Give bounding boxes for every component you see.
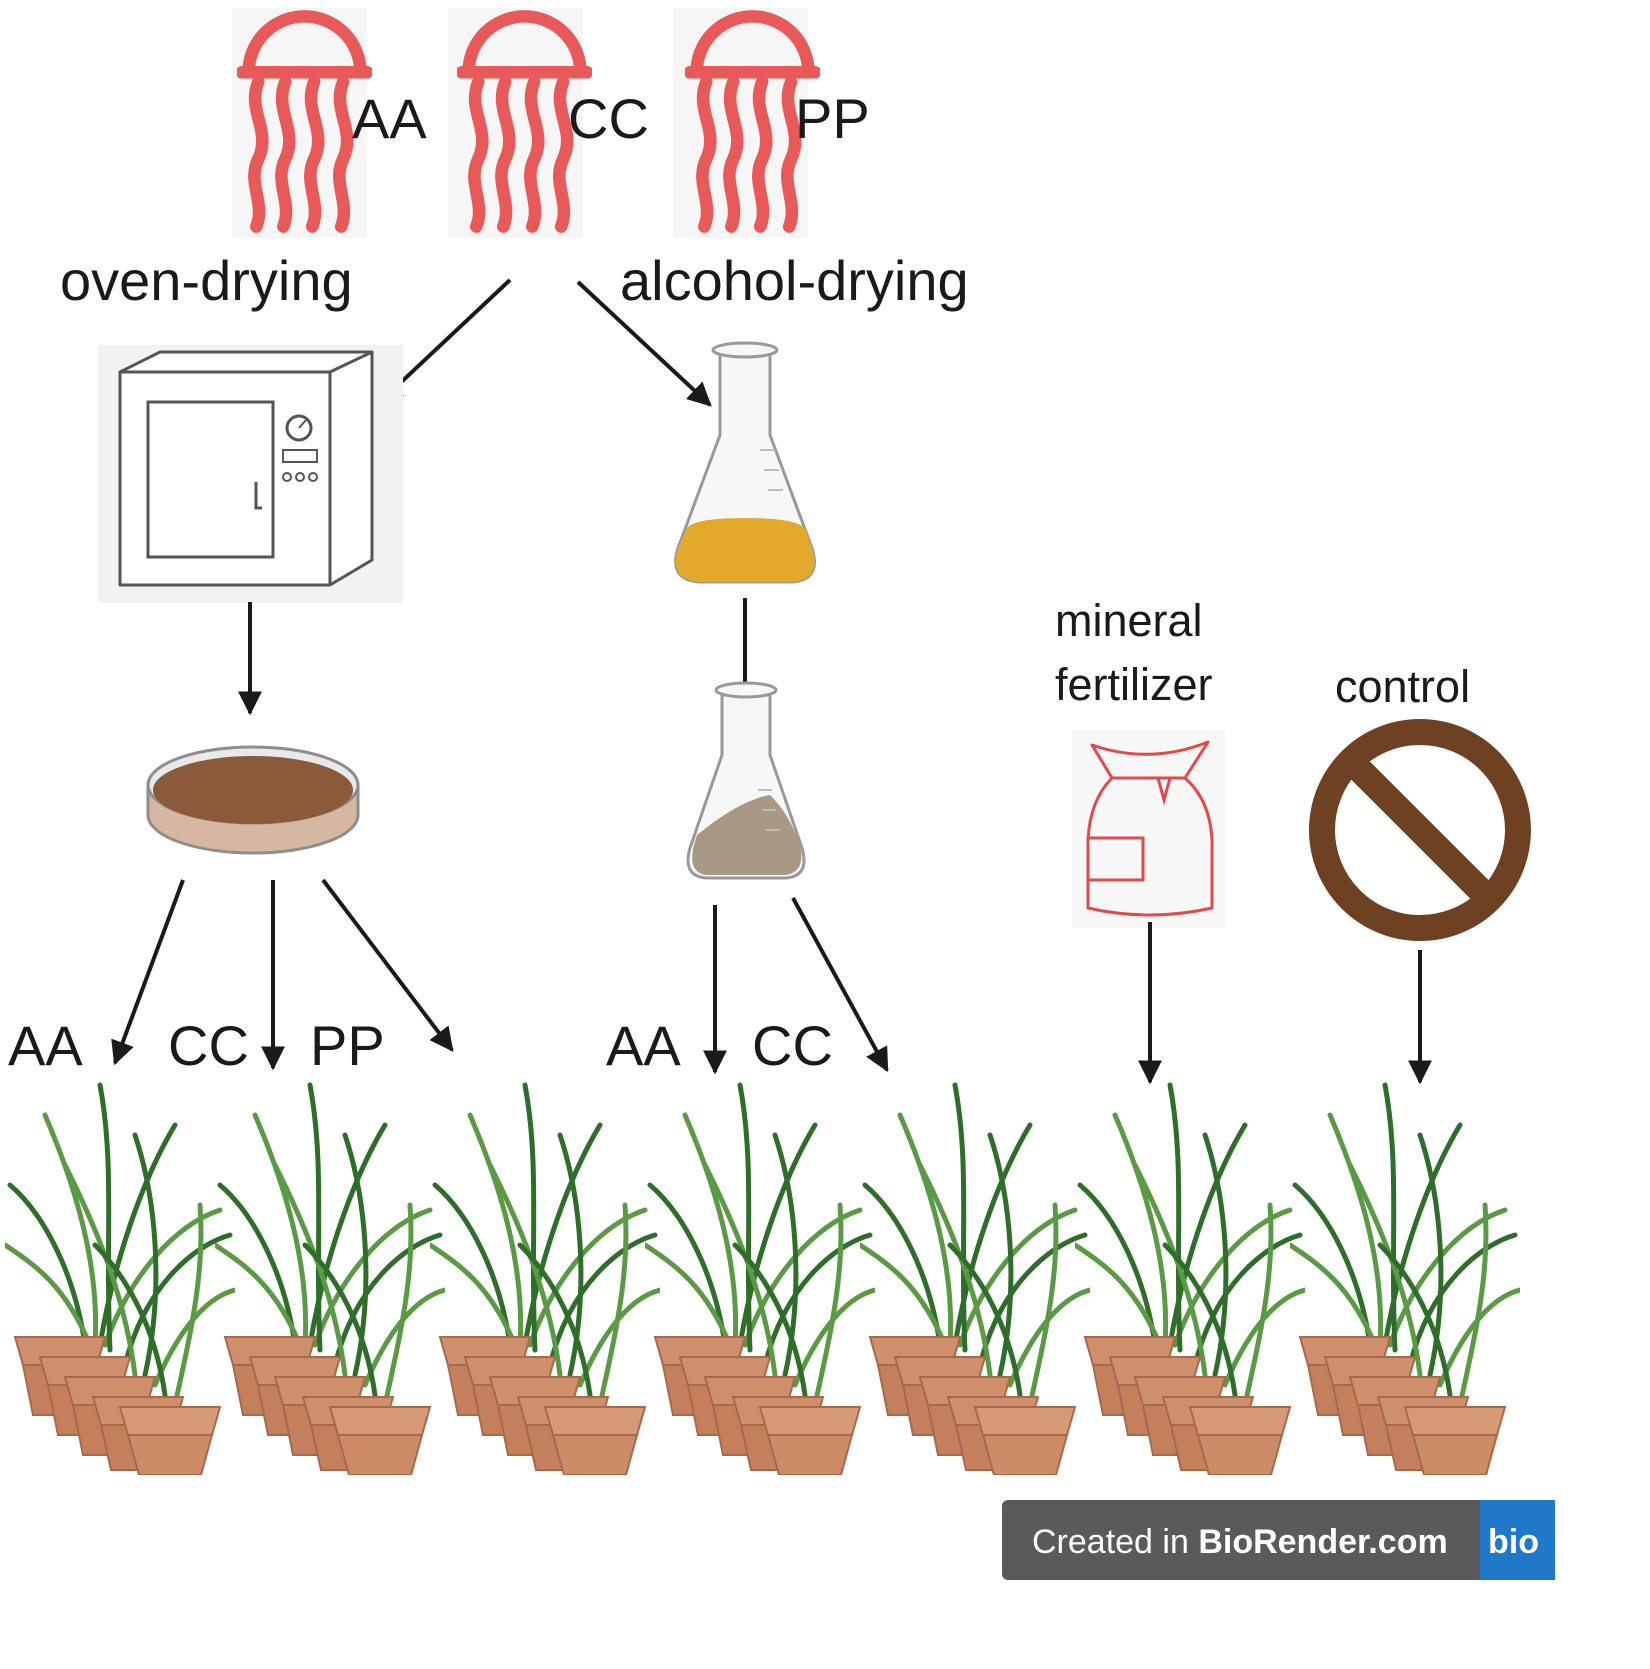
badge-brand: BioRender.com <box>1198 1523 1447 1561</box>
biorender-badge: Created in BioRender.com bio <box>1002 1500 1555 1580</box>
flask-liquid-icon <box>674 341 816 584</box>
plant-pot-group <box>645 1085 875 1475</box>
oven-output-aa: AA <box>8 1014 83 1077</box>
oven-output-pp: PP <box>310 1014 385 1077</box>
petri-dish-icon <box>146 745 360 855</box>
jellyfish-aa: AA <box>232 8 427 238</box>
jellyfish-cc-label: CC <box>568 87 649 150</box>
oven-drying-label: oven-drying <box>60 249 353 312</box>
alcohol-output-cc: CC <box>752 1014 833 1077</box>
oven-output-cc: CC <box>168 1014 249 1077</box>
control-label: control <box>1335 661 1470 712</box>
no-symbol-icon <box>1309 719 1531 941</box>
jellyfish-aa-label: AA <box>352 87 427 150</box>
alcohol-output-aa: AA <box>606 1014 681 1077</box>
plant-pot-group <box>860 1085 1090 1475</box>
jellyfish-pp-label: PP <box>795 87 870 150</box>
flask-powder-icon <box>686 681 806 880</box>
alcohol-drying-label: alcohol-drying <box>620 249 969 312</box>
plant-pot-group <box>1290 1085 1520 1475</box>
mineral-label-line1: mineral <box>1055 595 1203 646</box>
mineral-label-line2: fertilizer <box>1055 659 1213 710</box>
plant-pot-group <box>1075 1085 1305 1475</box>
plant-pot-group <box>5 1085 235 1475</box>
badge-text: Created in BioRender.com <box>1032 1523 1448 1561</box>
arrow-dish-to-pp <box>321 878 454 1052</box>
plant-pot-group <box>215 1085 445 1475</box>
jellyfish-cc: CC <box>448 8 649 238</box>
jellyfish-pp: PP <box>673 8 870 238</box>
arrow-to-flask <box>576 280 712 407</box>
arrow-flask-to-cc <box>791 897 889 1073</box>
badge-prefix: Created in <box>1032 1523 1198 1561</box>
biorender-logo-icon: bio <box>1488 1523 1539 1561</box>
plant-pot-group <box>430 1085 660 1475</box>
fertilizer-bag-icon <box>1072 730 1225 928</box>
arrow-dish-to-aa <box>111 879 185 1066</box>
oven-icon <box>98 345 403 603</box>
